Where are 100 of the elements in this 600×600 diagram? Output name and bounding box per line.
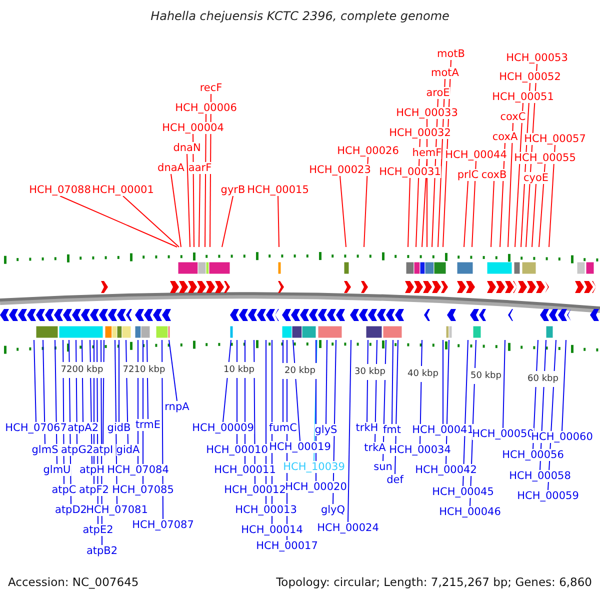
gene-label: HCH_00019: [269, 441, 331, 453]
accession-text: Accession: NC_007645: [8, 575, 139, 589]
leader-line: [122, 196, 180, 248]
gene-label: gyrB: [220, 184, 246, 196]
leader-line: [420, 340, 422, 444]
leader-line: [168, 340, 178, 402]
gene-label: rnpA: [164, 401, 190, 413]
gene-label: HCH_00057: [524, 133, 586, 145]
leader-line: [118, 340, 120, 422]
gene-label: HCH_00014: [241, 524, 303, 536]
gene-label: coxC: [500, 111, 526, 123]
leader-line: [198, 174, 200, 248]
gene-label: cyoE: [523, 172, 549, 184]
gene-label: dnaN: [173, 142, 201, 154]
leader-line: [502, 340, 506, 428]
gene-label: HCH_00031: [379, 166, 441, 178]
leader-line: [222, 340, 232, 422]
gene-label: atpF2: [79, 484, 109, 496]
gene-label: HCH_00006: [175, 102, 237, 114]
leader-line: [34, 340, 36, 422]
leader-line: [282, 340, 284, 422]
gene-label: HCH_00042: [415, 464, 477, 476]
genome-summary-text: Topology: circular; Length: 7,215,267 bp; Genes: 6,860: [276, 575, 592, 589]
leader-line: [76, 340, 78, 444]
leader-line: [348, 340, 352, 522]
gene-label: glmS: [32, 444, 58, 456]
gene-label: trmE: [135, 419, 161, 431]
gene-label: HCH_00020: [285, 481, 347, 493]
leader-line: [548, 144, 556, 248]
gene-label: atpG2: [60, 444, 94, 456]
gene-label: HCH_07087: [132, 519, 194, 531]
gene-label: HCH_00041: [412, 424, 474, 436]
tick-label: 7200 kbp: [60, 365, 104, 375]
leader-line: [490, 180, 494, 248]
gene-label: HCH_07081: [86, 504, 148, 516]
gene-label: motB: [437, 48, 465, 60]
gene-label: atpE2: [82, 524, 114, 536]
gene-label: glyS: [314, 424, 338, 436]
leader-line: [126, 340, 128, 444]
gene-label: glmU: [43, 464, 71, 476]
leader-line: [146, 340, 148, 420]
tick-label: 40 kbp: [408, 369, 438, 379]
gene-label: HCH_00024: [317, 522, 379, 534]
gene-label: HCH_00004: [162, 122, 224, 134]
gene-label: aroE: [426, 87, 450, 99]
gene-label: HCH_00011: [214, 464, 276, 476]
leader-line: [278, 196, 280, 248]
gene-label: HCH_00046: [439, 506, 501, 518]
gene-label: atpD2: [55, 504, 87, 516]
chart-title: Hahella chejuensis KCTC 2396, complete genome: [150, 9, 450, 23]
gene-label: def: [386, 474, 404, 486]
gene-label: HCH_00010: [206, 444, 268, 456]
leader-line: [222, 196, 234, 248]
gene-label: HCH_00001: [92, 184, 154, 196]
gene-label: hemF: [412, 147, 442, 159]
leader-line: [186, 154, 190, 248]
gene-label: gidB: [107, 422, 131, 434]
leader-line: [408, 178, 410, 248]
gene-label: HCH_00015: [247, 184, 309, 196]
leader-line: [392, 340, 394, 424]
leader-line: [562, 340, 566, 432]
gene-label: HCH_00059: [517, 490, 579, 502]
gene-label: glyQ: [320, 504, 346, 516]
gene-label: atpH: [79, 464, 105, 476]
leader-line: [170, 174, 182, 248]
leader-line: [532, 184, 536, 248]
gene-label: HCH_00058: [509, 470, 571, 482]
gene-label: HCH_00052: [499, 71, 561, 83]
gene-label: dnaA: [158, 162, 184, 174]
gene-label: fmt: [382, 424, 402, 436]
leader-line: [464, 180, 468, 248]
gene-label: atpI: [92, 444, 114, 456]
gene-label: trkA: [364, 442, 386, 454]
leader-line: [102, 340, 104, 444]
gene-label: trkH: [356, 422, 378, 434]
gene-label: HCH_07067: [5, 422, 67, 434]
gene-label: HCH_00033: [396, 107, 458, 119]
gene-label: HCH_00026: [337, 145, 399, 157]
leader-line: [292, 340, 300, 442]
gene-label: prlC: [457, 169, 479, 181]
gene-label: HCH_00017: [256, 540, 318, 552]
gene-label: HCH_10039: [283, 461, 345, 473]
gene-label: aarF: [188, 162, 212, 174]
leader-line: [236, 340, 238, 444]
leader-line: [394, 340, 398, 474]
gene-label: HCH_00060: [531, 431, 593, 443]
leader-line: [60, 196, 178, 248]
tick-label: 50 kbp: [470, 371, 502, 381]
gene-label: HCH_00012: [224, 484, 286, 496]
gene-label: HCH_00009: [192, 422, 254, 434]
gene-label: recF: [200, 82, 222, 94]
gene-label: atpC: [52, 484, 76, 496]
leader-line: [442, 340, 444, 424]
gene-label: HCH_07084: [107, 464, 169, 476]
gene-label: fumC: [269, 422, 297, 434]
leader-line: [204, 114, 206, 248]
tick-label: 10 kbp: [224, 365, 254, 375]
gene-label: HCH_00056: [502, 449, 564, 461]
gene-label: gidA: [116, 444, 140, 456]
leader-line: [382, 340, 386, 462]
